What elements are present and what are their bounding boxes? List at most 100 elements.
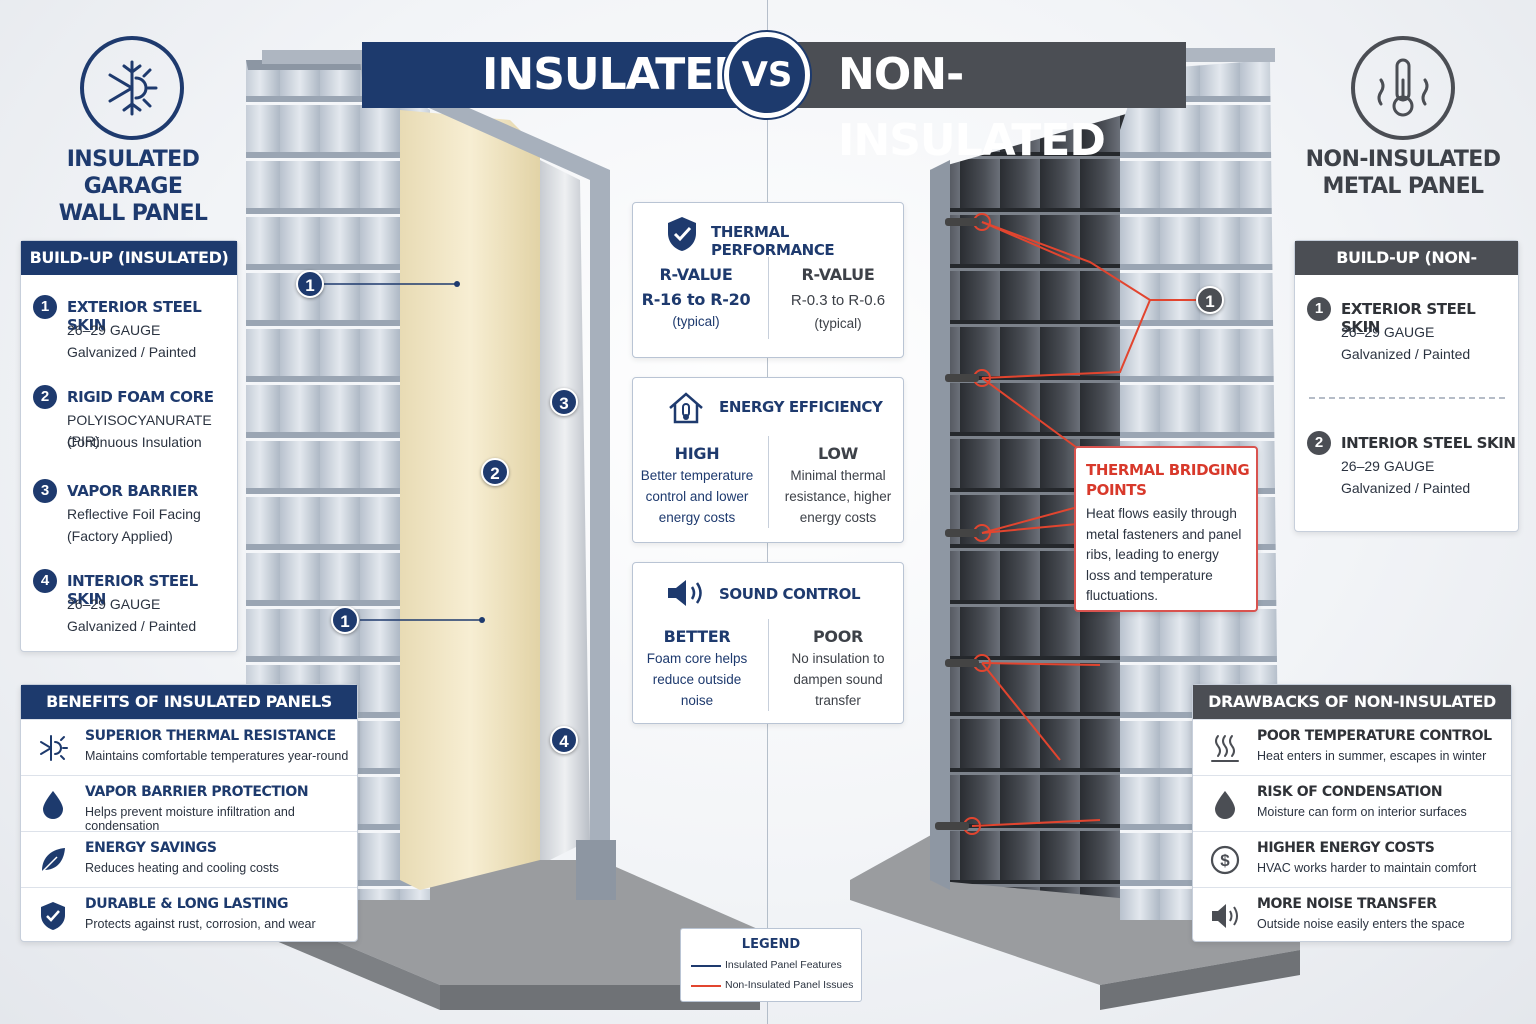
buildup-insulated-line2: Galvanized / Painted — [67, 618, 197, 634]
drawbacks-row: POOR TEMPERATURE CONTROL Heat enters in s… — [1193, 719, 1511, 774]
buildup-insulated-heading: BUILD-UP (INSULATED) — [21, 241, 237, 275]
thermal-bridging-box: THERMAL BRIDGING POINTS Heat flows easil… — [1074, 446, 1258, 612]
legend-swatch-non — [691, 985, 721, 987]
thermometer-heat-icon — [1351, 36, 1455, 140]
drawbacks-card: DRAWBACKS OF NON-INSULATED PANELS POOR T… — [1192, 684, 1512, 942]
thermal-bridging-line: metal fasteners and panel — [1086, 526, 1242, 542]
sound-right-l3: transfer — [815, 693, 861, 708]
water-drop-icon — [37, 788, 69, 820]
svg-text:$: $ — [1220, 851, 1230, 870]
buildup-insulated-num: 3 — [33, 479, 57, 503]
benefits-heading: BENEFITS OF INSULATED PANELS — [21, 685, 357, 719]
energy-left-l1: Better temperature — [640, 468, 754, 483]
callout-foam-core: 2 — [481, 458, 509, 486]
drawbacks-sub: Moisture can form on interior surfaces — [1257, 805, 1467, 819]
banner-right-text: NON-INSULATED — [838, 49, 1106, 166]
buildup-non-title: EXTERIOR STEEL SKIN — [1341, 300, 1476, 336]
buildup-non-line1: 26–29 GAUGE — [1341, 324, 1435, 340]
house-thermometer-icon — [669, 392, 703, 424]
thermal-title: THERMAL PERFORMANCE — [711, 223, 835, 259]
energy-left-l3: energy costs — [658, 510, 736, 525]
water-drop-icon — [1209, 788, 1241, 820]
thermal-performance-box: THERMAL PERFORMANCE R-VALUE R-16 to R-20… — [632, 202, 904, 358]
legend-label-insulated: Insulated Panel Features — [725, 959, 842, 971]
drawbacks-title: POOR TEMPERATURE CONTROL — [1257, 728, 1492, 744]
callout-exterior-skin-bottom: 1 — [331, 606, 359, 634]
legend: LEGEND Insulated Panel Features Non-Insu… — [680, 928, 862, 1002]
buildup-insulated-title: EXTERIOR STEEL SKIN — [67, 298, 202, 334]
drawbacks-title: HIGHER ENERGY COSTS — [1257, 840, 1435, 856]
legend-label-non: Non-Insulated Panel Issues — [725, 979, 854, 991]
buildup-insulated-card: BUILD-UP (INSULATED) 1 EXTERIOR STEEL SKI… — [20, 240, 238, 652]
thermal-divider — [768, 257, 769, 339]
sound-right-l2: dampen sound — [793, 672, 883, 687]
energy-left-l2: control and lower — [645, 489, 749, 504]
buildup-non-line2: Galvanized / Painted — [1341, 480, 1471, 496]
buildup-non-num: 1 — [1307, 297, 1331, 321]
buildup-insulated-title: VAPOR BARRIER — [67, 482, 199, 500]
speaker-icon — [1209, 900, 1241, 932]
buildup-insulated-line1: 26–29 GAUGE — [67, 322, 161, 338]
callout-interior-skin: 4 — [550, 726, 578, 754]
sound-divider — [768, 619, 769, 711]
non-insulated-banner: NON-INSULATED — [786, 42, 1186, 166]
buildup-insulated-line1: Reflective Foil Facing — [67, 506, 201, 522]
sound-control-box: SOUND CONTROL BETTER Foam core helps red… — [632, 562, 904, 724]
insulated-banner: INSULATED — [362, 42, 750, 108]
drawbacks-row: RISK OF CONDENSATION Moisture can form on… — [1193, 775, 1511, 830]
benefits-title: VAPOR BARRIER PROTECTION — [85, 784, 309, 800]
heat-waves-icon — [1209, 732, 1241, 764]
legend-swatch-insulated — [691, 965, 721, 967]
benefits-row: ENERGY SAVINGS Reduces heating and coolin… — [21, 831, 357, 886]
drawbacks-row: MORE NOISE TRANSFER Outside noise easily … — [1193, 887, 1511, 942]
thermal-bridging-line: loss and temperature — [1086, 567, 1213, 583]
leaf-icon — [37, 844, 69, 876]
sound-title: SOUND CONTROL — [719, 585, 861, 603]
energy-title: ENERGY EFFICIENCY — [719, 398, 883, 416]
sound-left-l3: noise — [680, 693, 714, 708]
shield-check-icon — [668, 217, 696, 251]
benefits-sub: Helps prevent moisture infiltration and … — [85, 805, 295, 833]
energy-right-l3: energy costs — [799, 510, 877, 525]
thermal-right-h: R-VALUE — [801, 265, 875, 284]
snowflake-sun-icon — [37, 732, 69, 764]
buildup-insulated-line1: 26–29 GAUGE — [67, 596, 161, 612]
drawbacks-row: $ HIGHER ENERGY COSTS HVAC works harder to… — [1193, 831, 1511, 886]
benefits-title: ENERGY SAVINGS — [85, 840, 217, 856]
drawbacks-title: MORE NOISE TRANSFER — [1257, 896, 1437, 912]
drawbacks-sub: HVAC works harder to maintain comfort — [1257, 861, 1477, 875]
buildup-non-title: INTERIOR STEEL SKIN — [1341, 434, 1516, 452]
sound-right-l1: No insulation to — [791, 651, 885, 666]
drawbacks-sub: Heat enters in summer, escapes in winter — [1257, 749, 1487, 763]
thermal-bridging-title-1: THERMAL BRIDGING — [1086, 461, 1250, 479]
benefits-sub: Reduces heating and cooling costs — [85, 861, 279, 875]
drawbacks-heading: DRAWBACKS OF NON-INSULATED PANELS — [1193, 685, 1511, 745]
benefits-sub: Maintains comfortable temperatures year-… — [85, 749, 349, 763]
buildup-insulated-num: 1 — [33, 295, 57, 319]
drawbacks-sub: Outside noise easily enters the space — [1257, 917, 1465, 931]
callout-vapor-barrier: 3 — [550, 388, 578, 416]
energy-left-h: HIGH — [674, 444, 720, 463]
buildup-insulated-title: INTERIOR STEEL SKIN — [67, 572, 198, 608]
benefits-sub: Protects against rust, corrosion, and we… — [85, 917, 316, 931]
buildup-divider — [1309, 397, 1505, 399]
sound-left-h: BETTER — [663, 627, 731, 646]
buildup-insulated-num: 2 — [33, 385, 57, 409]
right-header-title-2: METAL PANEL — [1322, 174, 1485, 199]
thermal-bridging-line: Heat flows easily through — [1086, 506, 1237, 521]
energy-efficiency-box: ENERGY EFFICIENCY HIGH Better temperatur… — [632, 377, 904, 543]
energy-divider — [768, 436, 769, 528]
thermal-bridging-title-2: POINTS — [1086, 481, 1147, 499]
energy-right-l2: resistance, higher — [784, 489, 892, 504]
buildup-insulated-num: 4 — [33, 569, 57, 593]
sound-left-l2: reduce outside — [652, 672, 742, 687]
thermal-right-n: (typical) — [814, 316, 862, 331]
benefits-card: BENEFITS OF INSULATED PANELS SUPERIOR TH… — [20, 684, 358, 942]
buildup-non-line2: Galvanized / Painted — [1341, 346, 1471, 362]
buildup-non-num: 2 — [1307, 431, 1331, 455]
buildup-insulated-line2: Galvanized / Painted — [67, 344, 197, 360]
buildup-insulated-line2: Continuous Insulation — [67, 434, 202, 450]
buildup-insulated-title: RIGID FOAM CORE — [67, 388, 214, 406]
drawbacks-title: RISK OF CONDENSATION — [1257, 784, 1443, 800]
